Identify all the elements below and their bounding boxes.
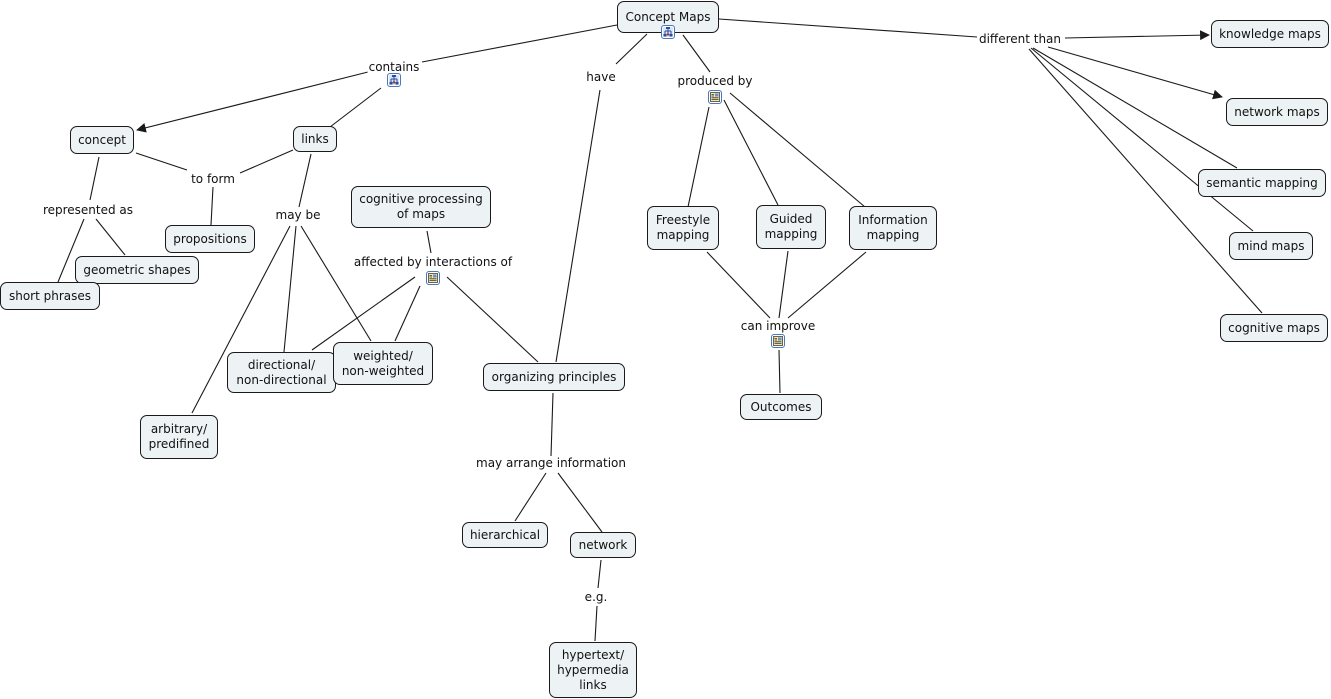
linking-phrase-contains[interactable]: contains [367,60,421,74]
concept-weighted[interactable]: weighted/ non-weighted [333,342,433,385]
document-icon[interactable] [426,271,440,285]
edge [135,152,188,171]
concept-guided-mapping[interactable]: Guided mapping [756,205,826,249]
edge [239,149,294,174]
linking-phrase-to-form[interactable]: to form [190,172,236,186]
concept-cognitive-maps[interactable]: cognitive maps [1220,314,1328,342]
linking-phrase-represented-as[interactable]: represented as [41,203,135,217]
concept-cognitive-processing[interactable]: cognitive processing of maps [351,186,491,228]
edge [283,225,297,353]
concept-network[interactable]: network [570,532,636,558]
document-icon[interactable] [708,90,722,104]
edge [89,156,100,201]
hierarchy-icon[interactable] [387,73,401,87]
edge [729,92,866,208]
edge [682,34,711,73]
edge [426,230,432,254]
edge [1028,48,1263,314]
hierarchy-icon[interactable] [661,25,675,39]
edge [1047,46,1223,100]
edge [615,33,648,65]
concept-concept-maps[interactable]: Concept Maps [617,1,719,33]
edge [778,250,789,319]
edge [136,71,369,133]
concept-hypertext[interactable]: hypertext/ hypermedia links [549,642,637,698]
document-icon[interactable] [771,334,785,348]
concept-directional[interactable]: directional/ non-directional [227,352,336,393]
edge [210,186,214,226]
concept-information-mapping[interactable]: Information mapping [849,206,937,250]
edge [95,218,126,256]
edge [514,472,547,522]
edge [1030,47,1254,232]
edge [778,349,781,394]
linking-phrase-can-improve[interactable]: can improve [739,319,817,333]
edge [706,251,771,319]
edge [555,89,601,363]
linking-phrase-affected-by[interactable]: affected by interactions of [352,255,514,269]
concept-links[interactable]: links [293,126,337,152]
concept-organizing-principles[interactable]: organizing principles [483,363,625,391]
edge [1032,47,1238,169]
edge [687,106,710,208]
concept-freestyle-mapping[interactable]: Freestyle mapping [647,206,719,250]
edge [718,18,978,38]
concept-arbitrary[interactable]: arbitrary/ predifined [140,415,218,459]
edge [787,251,867,319]
edge [550,392,554,457]
concept-outcomes[interactable]: Outcomes [740,394,822,420]
edge [594,605,598,642]
concept-hierarchical[interactable]: hierarchical [462,522,548,548]
edge [557,472,603,533]
linking-phrase-eg[interactable]: e.g. [583,590,609,604]
edge [421,24,618,63]
edge [57,218,85,283]
linking-phrase-have[interactable]: have [585,70,617,84]
edge [446,276,539,363]
edge [311,276,416,351]
edge [1064,30,1210,41]
concept-geometric-shapes[interactable]: geometric shapes [75,256,199,284]
linking-phrase-different-than[interactable]: different than [977,32,1063,46]
linking-phrase-may-be[interactable]: may be [274,208,322,222]
edge [298,153,312,208]
edge [300,225,372,342]
concept-mind-maps[interactable]: mind maps [1229,232,1313,260]
concept-semantic-mapping[interactable]: semantic mapping [1198,169,1326,197]
concept-short-phrases[interactable]: short phrases [0,282,100,310]
concept-network-maps[interactable]: network maps [1226,98,1328,126]
linking-phrase-may-arrange[interactable]: may arrange information [475,456,627,470]
concept-propositions[interactable]: propositions [165,225,255,253]
edge [394,285,421,342]
concept-concept[interactable]: concept [70,126,134,154]
edge [723,99,779,206]
linking-phrase-produced-by[interactable]: produced by [676,74,754,88]
concept-knowledge-maps[interactable]: knowledge maps [1211,20,1329,48]
edge [329,87,382,128]
edge [597,559,602,589]
edge [191,225,291,414]
